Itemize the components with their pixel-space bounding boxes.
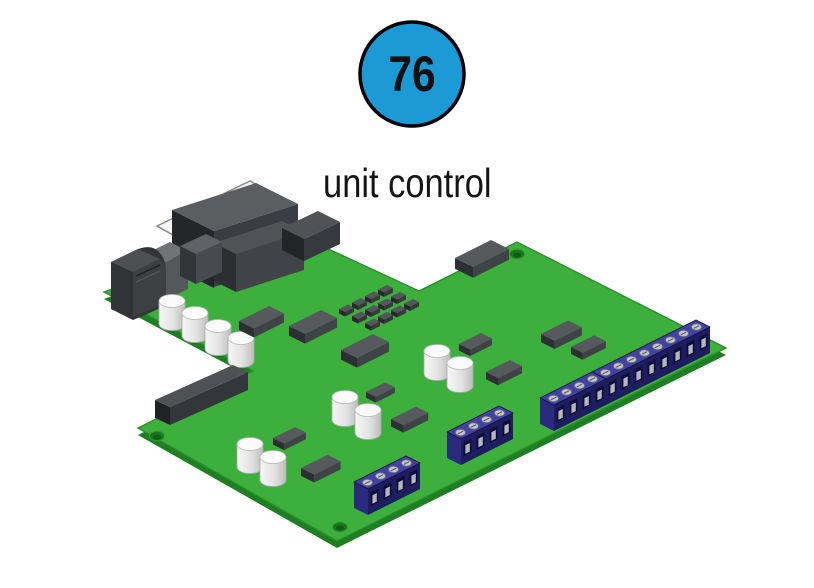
capacitor [181,306,209,343]
mounting-hole [149,430,165,442]
capacitor [227,331,255,368]
capacitor [236,437,264,474]
mounting-hole [509,248,525,260]
figure-caption: unit control [0,160,814,207]
terminal-block-4pin-c [353,455,421,515]
capacitor [331,390,359,427]
capacitor [423,344,451,381]
capacitor [354,403,382,440]
aux-step-block [180,234,222,284]
capacitor [158,294,186,331]
badge-circle [360,22,464,126]
badge-number: 76 [388,46,435,102]
part-number-badge: 76 [358,20,466,128]
badge-ring [358,20,466,128]
transformer-block [282,211,340,261]
edge-connector [155,365,248,425]
capacitor [446,356,474,393]
capacitor [259,450,287,487]
mounting-hole [332,521,348,533]
terminal-block-4pin-b [446,405,514,465]
figure-caption-text: unit control [322,160,492,206]
capacitor [204,319,232,356]
power-connector [111,247,166,320]
dsub-connector [141,180,340,303]
terminal-block-4pin-a [539,371,607,431]
